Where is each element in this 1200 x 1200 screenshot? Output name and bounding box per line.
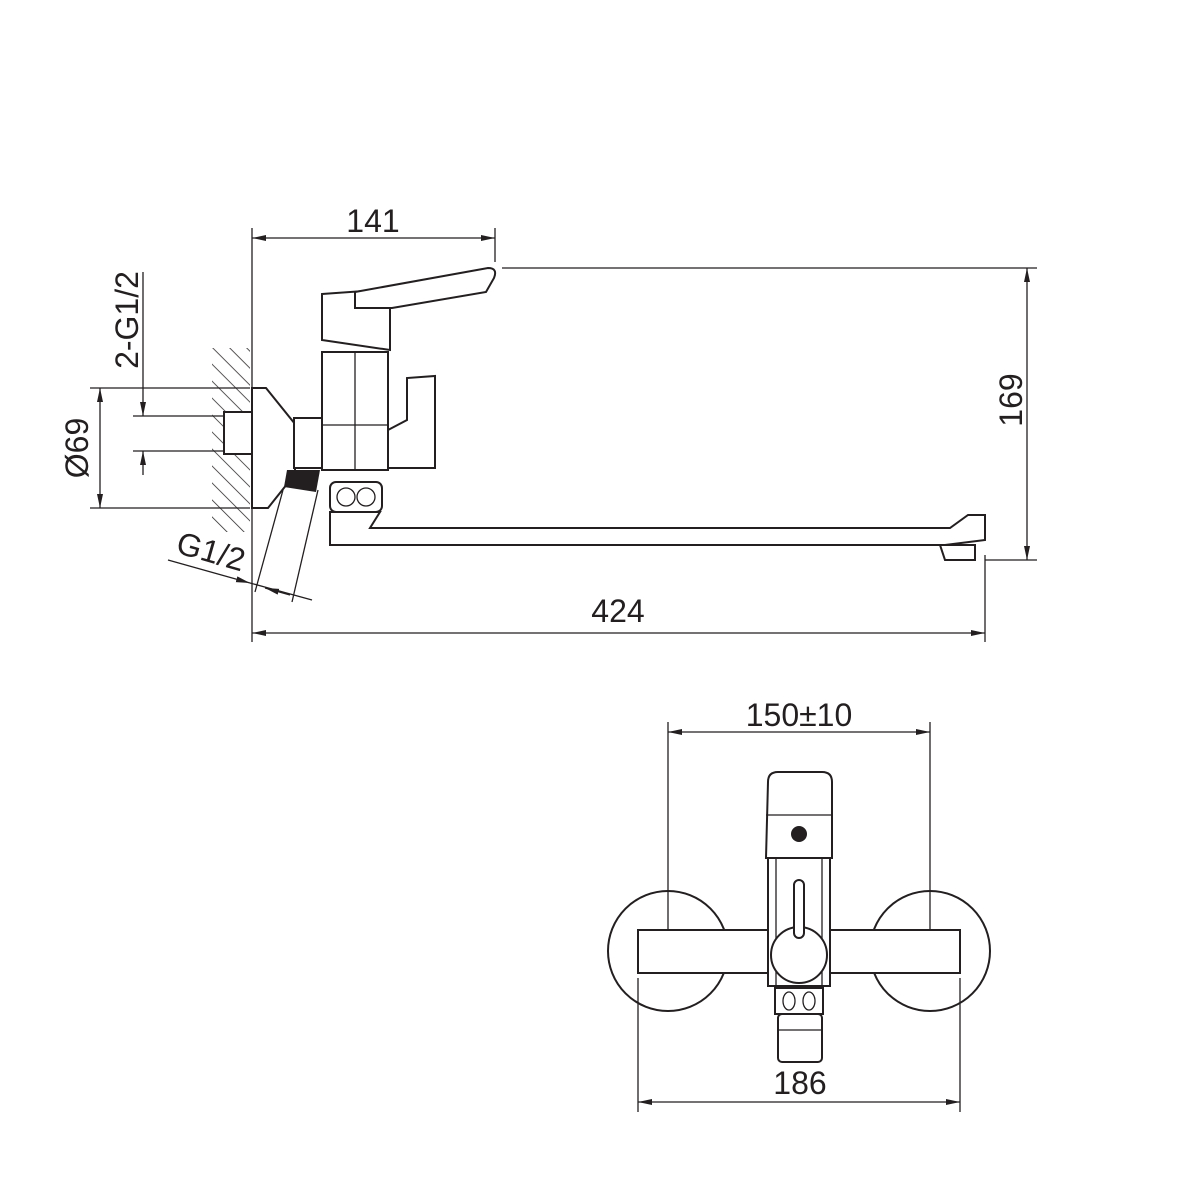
eccentric-nut xyxy=(293,417,325,469)
side-view: 141 169 424 Ø69 2-G1/2 G1/2 xyxy=(59,203,1037,642)
diverter-stem xyxy=(793,879,805,939)
wall-flange xyxy=(251,387,296,509)
outlet-nut xyxy=(329,481,383,513)
outlet-connector xyxy=(284,470,320,492)
dim-label-g1-2: G1/2 xyxy=(173,525,250,579)
dim-label-2-g1-2: 2-G1/2 xyxy=(109,271,145,369)
diverter-handle xyxy=(387,374,436,469)
aerator xyxy=(938,544,976,561)
front-view: 150±10 186 xyxy=(607,697,991,1112)
spout-outlet-front xyxy=(777,1013,823,1063)
outlet-nut-front xyxy=(774,987,824,1015)
dim-label-186: 186 xyxy=(773,1065,826,1101)
dim-label-150: 150±10 xyxy=(746,697,853,733)
indicator-dot xyxy=(791,826,807,842)
inlet-pipe xyxy=(223,411,253,455)
spout xyxy=(329,511,986,546)
dim-label-69: Ø69 xyxy=(59,418,95,478)
dim-label-141: 141 xyxy=(346,203,399,239)
dim-label-169: 169 xyxy=(993,373,1029,426)
dim-label-424: 424 xyxy=(591,593,644,629)
lever-handle xyxy=(354,266,497,309)
